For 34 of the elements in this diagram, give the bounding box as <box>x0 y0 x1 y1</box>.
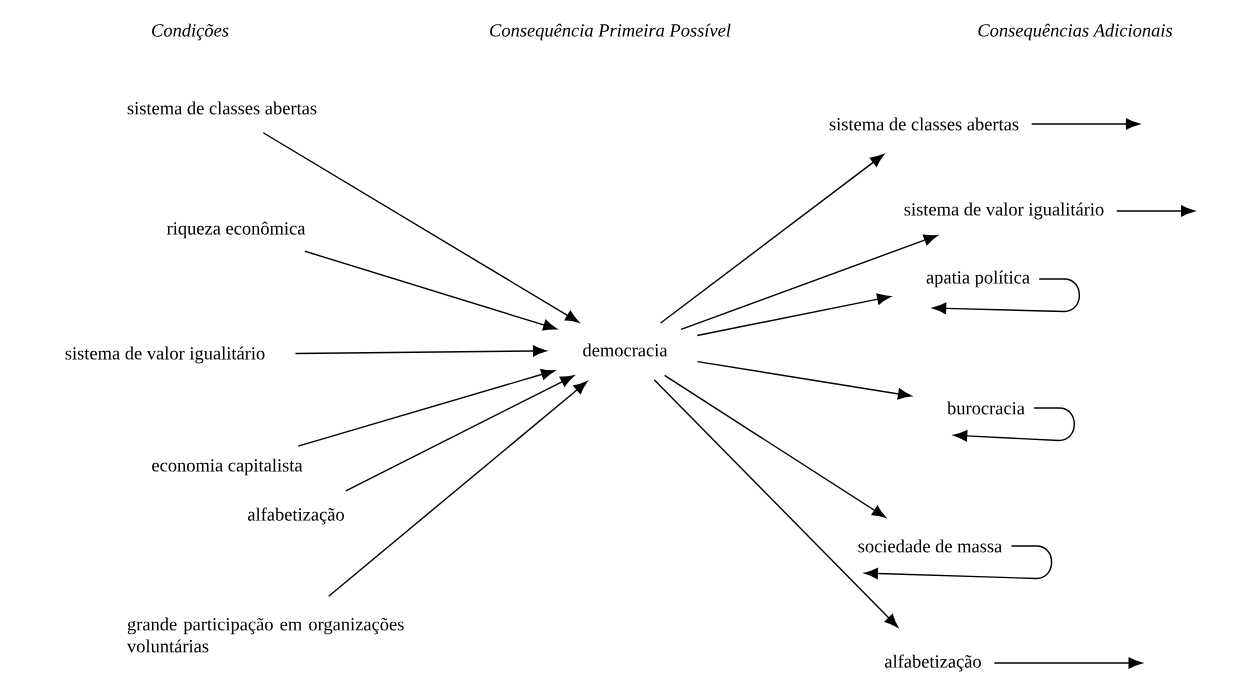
column-heading: Condições <box>152 23 229 41</box>
term-label: sistema de classes abertas <box>829 117 1019 131</box>
arrow <box>696 360 912 400</box>
arrow <box>328 381 588 597</box>
arrow <box>345 375 575 492</box>
term-label: sistema de classes abertas <box>127 101 317 115</box>
term-label: alfabetização <box>885 654 981 672</box>
term-label: riqueza econômica <box>166 221 306 239</box>
column-heading: Consequência Primeira Possível <box>490 23 731 41</box>
arrow <box>1031 118 1140 130</box>
column-heading: Consequências Adicionais <box>978 23 1173 41</box>
arrow <box>304 250 557 331</box>
arrow <box>953 407 1075 442</box>
arrow <box>653 378 899 628</box>
term-label: alfabetização <box>248 507 344 525</box>
term-label: democracia <box>583 343 668 357</box>
arrow <box>262 132 580 323</box>
term-label: grande participação em organizações voluntárias <box>127 617 404 653</box>
arrow <box>696 293 891 337</box>
arrow <box>864 545 1053 580</box>
arrow <box>297 368 555 447</box>
arrow <box>663 374 886 518</box>
arrow <box>680 234 938 331</box>
arrow <box>932 278 1081 314</box>
term-label: economia capitalista <box>152 458 303 476</box>
arrow <box>659 154 885 324</box>
arrow <box>294 345 547 357</box>
arrow <box>1116 205 1195 217</box>
term-label: apatia política <box>926 270 1030 288</box>
arrow <box>993 657 1143 669</box>
term-label: sistema de valor igualitário <box>904 202 1104 220</box>
term-label: sociedade de massa <box>858 539 1002 553</box>
term-label: burocracia <box>947 401 1025 415</box>
term-label: sistema de valor igualitário <box>65 346 265 364</box>
